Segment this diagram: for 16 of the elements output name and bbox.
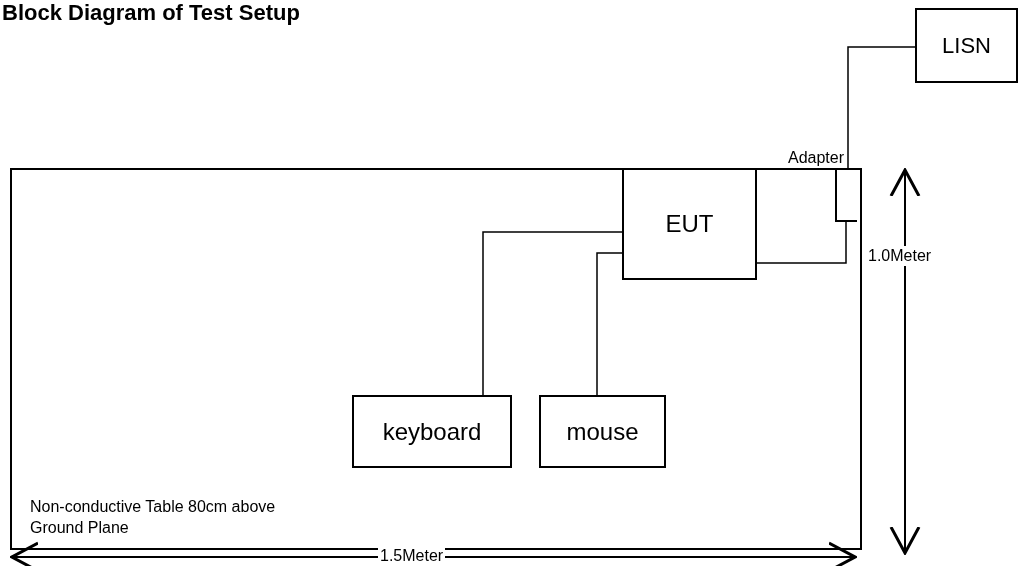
title: Block Diagram of Test Setup [2,2,300,24]
table-caption: Non-conductive Table 80cm above Ground Plane [30,497,277,538]
node-label: LISN [942,32,991,60]
dimension-label: 1.0Meter [866,246,934,266]
cable-line [482,231,623,396]
node-label: mouse [566,416,639,447]
lisn-box [915,8,1018,83]
node-label: EUT [665,209,714,239]
mouse-box [539,395,666,468]
device-box [622,168,757,280]
keyboard-box [352,395,512,468]
cable-line [847,46,916,169]
cable-line [756,221,847,264]
node-label: keyboard [382,416,482,447]
node-label: Adapter [787,148,844,168]
cable-line [596,252,623,396]
